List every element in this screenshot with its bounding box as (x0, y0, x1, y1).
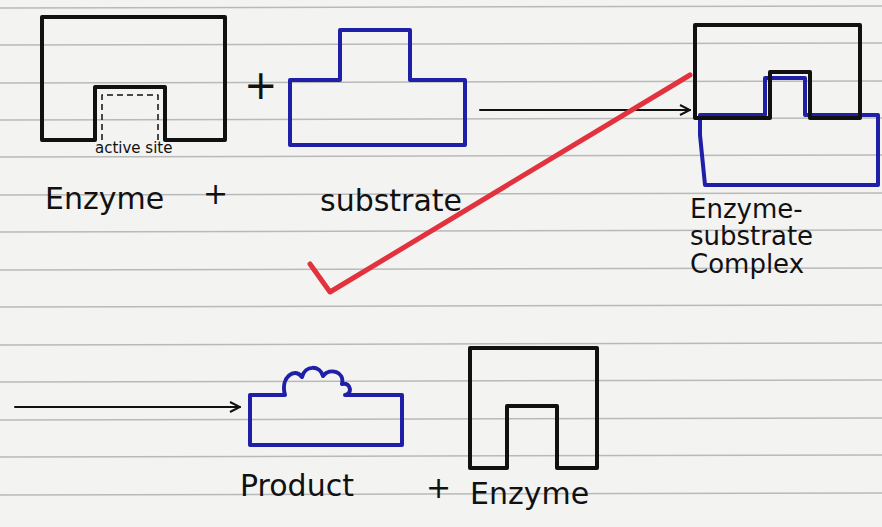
shape-outline (42, 17, 225, 140)
connector-line (480, 109, 690, 111)
shape-outline (470, 348, 597, 468)
node-label: Enzyme-substrate Complex (690, 196, 868, 278)
ruled-lines (0, 6, 882, 495)
plus-sign: + (203, 176, 228, 211)
substrate-node: substrate (285, 25, 480, 230)
shape-outline (695, 25, 860, 118)
flow-arrow (15, 75, 690, 407)
shape-outline (102, 95, 158, 140)
connector-line (15, 406, 240, 408)
part-label: active site (95, 139, 172, 157)
shape-outline (250, 368, 402, 445)
complex-node: Enzyme-substrate Complex (690, 20, 882, 315)
shape-outline (700, 78, 878, 185)
plus-sign: + (426, 470, 451, 505)
shape-outline (290, 30, 465, 145)
connector-line (310, 75, 690, 292)
node-label: Product (240, 470, 420, 502)
node-label: substrate (320, 185, 510, 217)
enzyme-node: Enzyme (462, 340, 637, 512)
flow-arrow (480, 110, 690, 111)
product-node: Product (240, 362, 420, 512)
node-label: Enzyme (470, 478, 645, 510)
plus-sign: + (244, 62, 278, 108)
